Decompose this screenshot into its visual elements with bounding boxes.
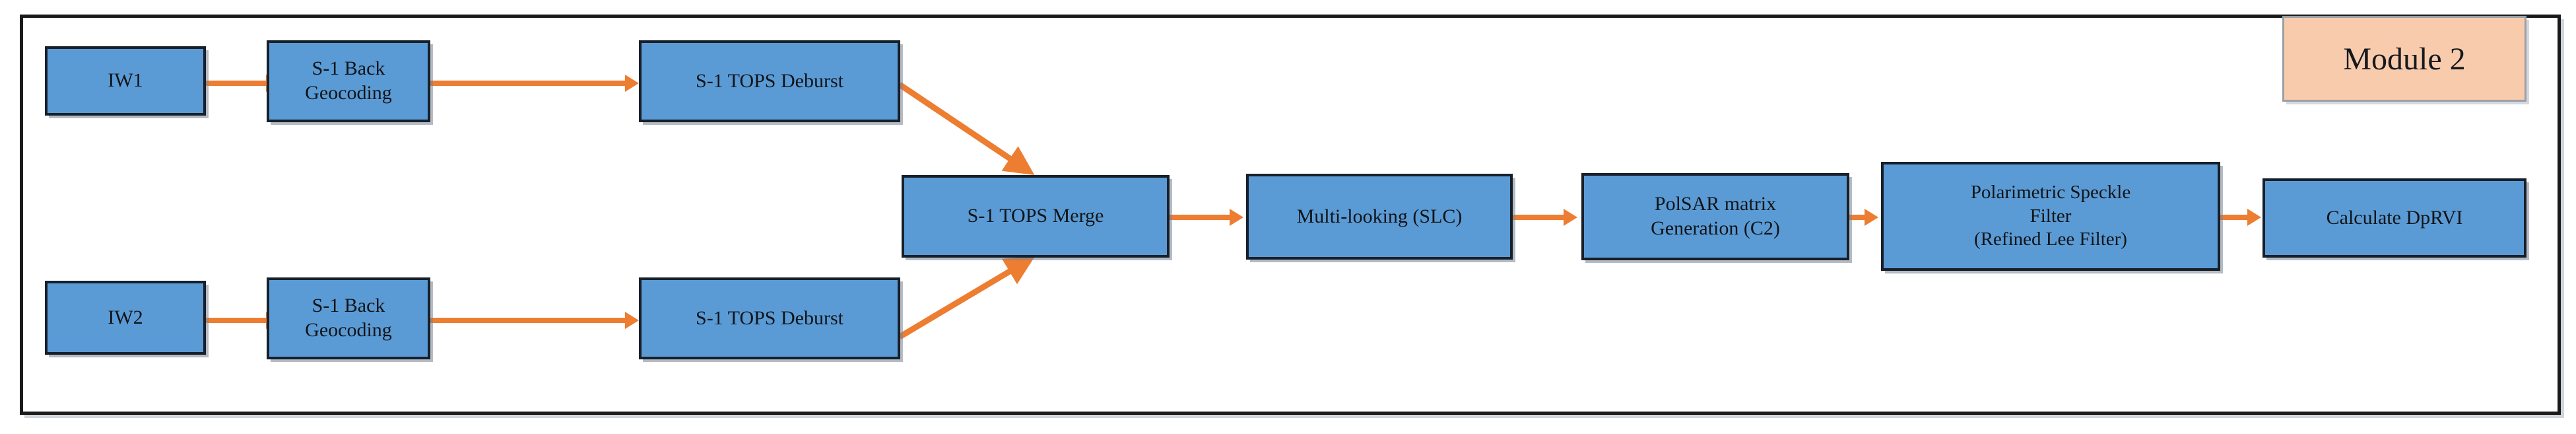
node-tops-merge-label: S-1 TOPS Merge bbox=[967, 205, 1104, 227]
node-calculate-dprvi[interactable]: Calculate DpRVI bbox=[2262, 178, 2526, 258]
node-back-geocoding-top-label: S-1 Back Geocoding bbox=[269, 57, 428, 105]
node-polsar-matrix-generation[interactable]: PolSAR matrix Generation (C2) bbox=[1581, 173, 1849, 260]
edge-merge-to-multilooking bbox=[1170, 215, 1230, 220]
module-2-badge-label: Module 2 bbox=[2343, 41, 2466, 77]
node-back-geocoding-bottom-label: S-1 Back Geocoding bbox=[269, 294, 428, 342]
node-back-geocoding-bottom[interactable]: S-1 Back Geocoding bbox=[267, 277, 430, 359]
edge-polsar-to-speckle bbox=[1849, 215, 1865, 220]
node-calculate-dprvi-label: Calculate DpRVI bbox=[2326, 206, 2463, 229]
node-iw2[interactable]: IW2 bbox=[45, 281, 206, 355]
node-back-geocoding-top[interactable]: S-1 Back Geocoding bbox=[267, 40, 430, 122]
node-tops-deburst-bottom[interactable]: S-1 TOPS Deburst bbox=[639, 277, 900, 359]
back-geocoding-bottom-line2: Geocoding bbox=[305, 319, 392, 341]
module-2-badge: Module 2 bbox=[2282, 16, 2526, 102]
node-polarimetric-speckle-filter[interactable]: Polarimetric Speckle Filter (Refined Lee… bbox=[1881, 162, 2220, 271]
edge-iw1-to-backgeo-top bbox=[206, 81, 267, 86]
node-polarimetric-speckle-filter-label: Polarimetric Speckle Filter (Refined Lee… bbox=[1884, 181, 2218, 251]
node-iw1-label: IW1 bbox=[108, 69, 143, 92]
node-iw1[interactable]: IW1 bbox=[45, 46, 206, 116]
node-polsar-matrix-generation-label: PolSAR matrix Generation (C2) bbox=[1584, 192, 1847, 240]
speckle-line3: (Refined Lee Filter) bbox=[1974, 229, 2127, 250]
speckle-line1: Polarimetric Speckle bbox=[1970, 182, 2131, 203]
node-tops-deburst-top-label: S-1 TOPS Deburst bbox=[696, 69, 843, 92]
polsar-line2: Generation (C2) bbox=[1651, 217, 1780, 239]
back-geocoding-top-line2: Geocoding bbox=[305, 82, 392, 104]
polsar-line1: PolSAR matrix bbox=[1654, 193, 1777, 215]
node-tops-deburst-bottom-label: S-1 TOPS Deburst bbox=[696, 307, 843, 329]
node-iw2-label: IW2 bbox=[108, 306, 143, 328]
edge-speckle-to-dprvi bbox=[2220, 215, 2248, 220]
edge-backgeo-top-to-deburst bbox=[428, 81, 626, 86]
back-geocoding-top-line1: S-1 Back bbox=[312, 57, 385, 80]
node-multilooking-label: Multi-looking (SLC) bbox=[1296, 205, 1463, 227]
node-tops-merge[interactable]: S-1 TOPS Merge bbox=[902, 175, 1170, 258]
back-geocoding-bottom-line1: S-1 Back bbox=[312, 295, 385, 317]
edge-backgeo-bottom-to-deburst bbox=[428, 318, 626, 323]
edge-multilooking-to-polsar bbox=[1513, 215, 1564, 220]
node-tops-deburst-top[interactable]: S-1 TOPS Deburst bbox=[639, 40, 900, 122]
speckle-line2: Filter bbox=[2030, 205, 2072, 227]
node-multilooking[interactable]: Multi-looking (SLC) bbox=[1246, 174, 1513, 260]
edge-iw2-to-backgeo-bottom bbox=[206, 318, 267, 323]
